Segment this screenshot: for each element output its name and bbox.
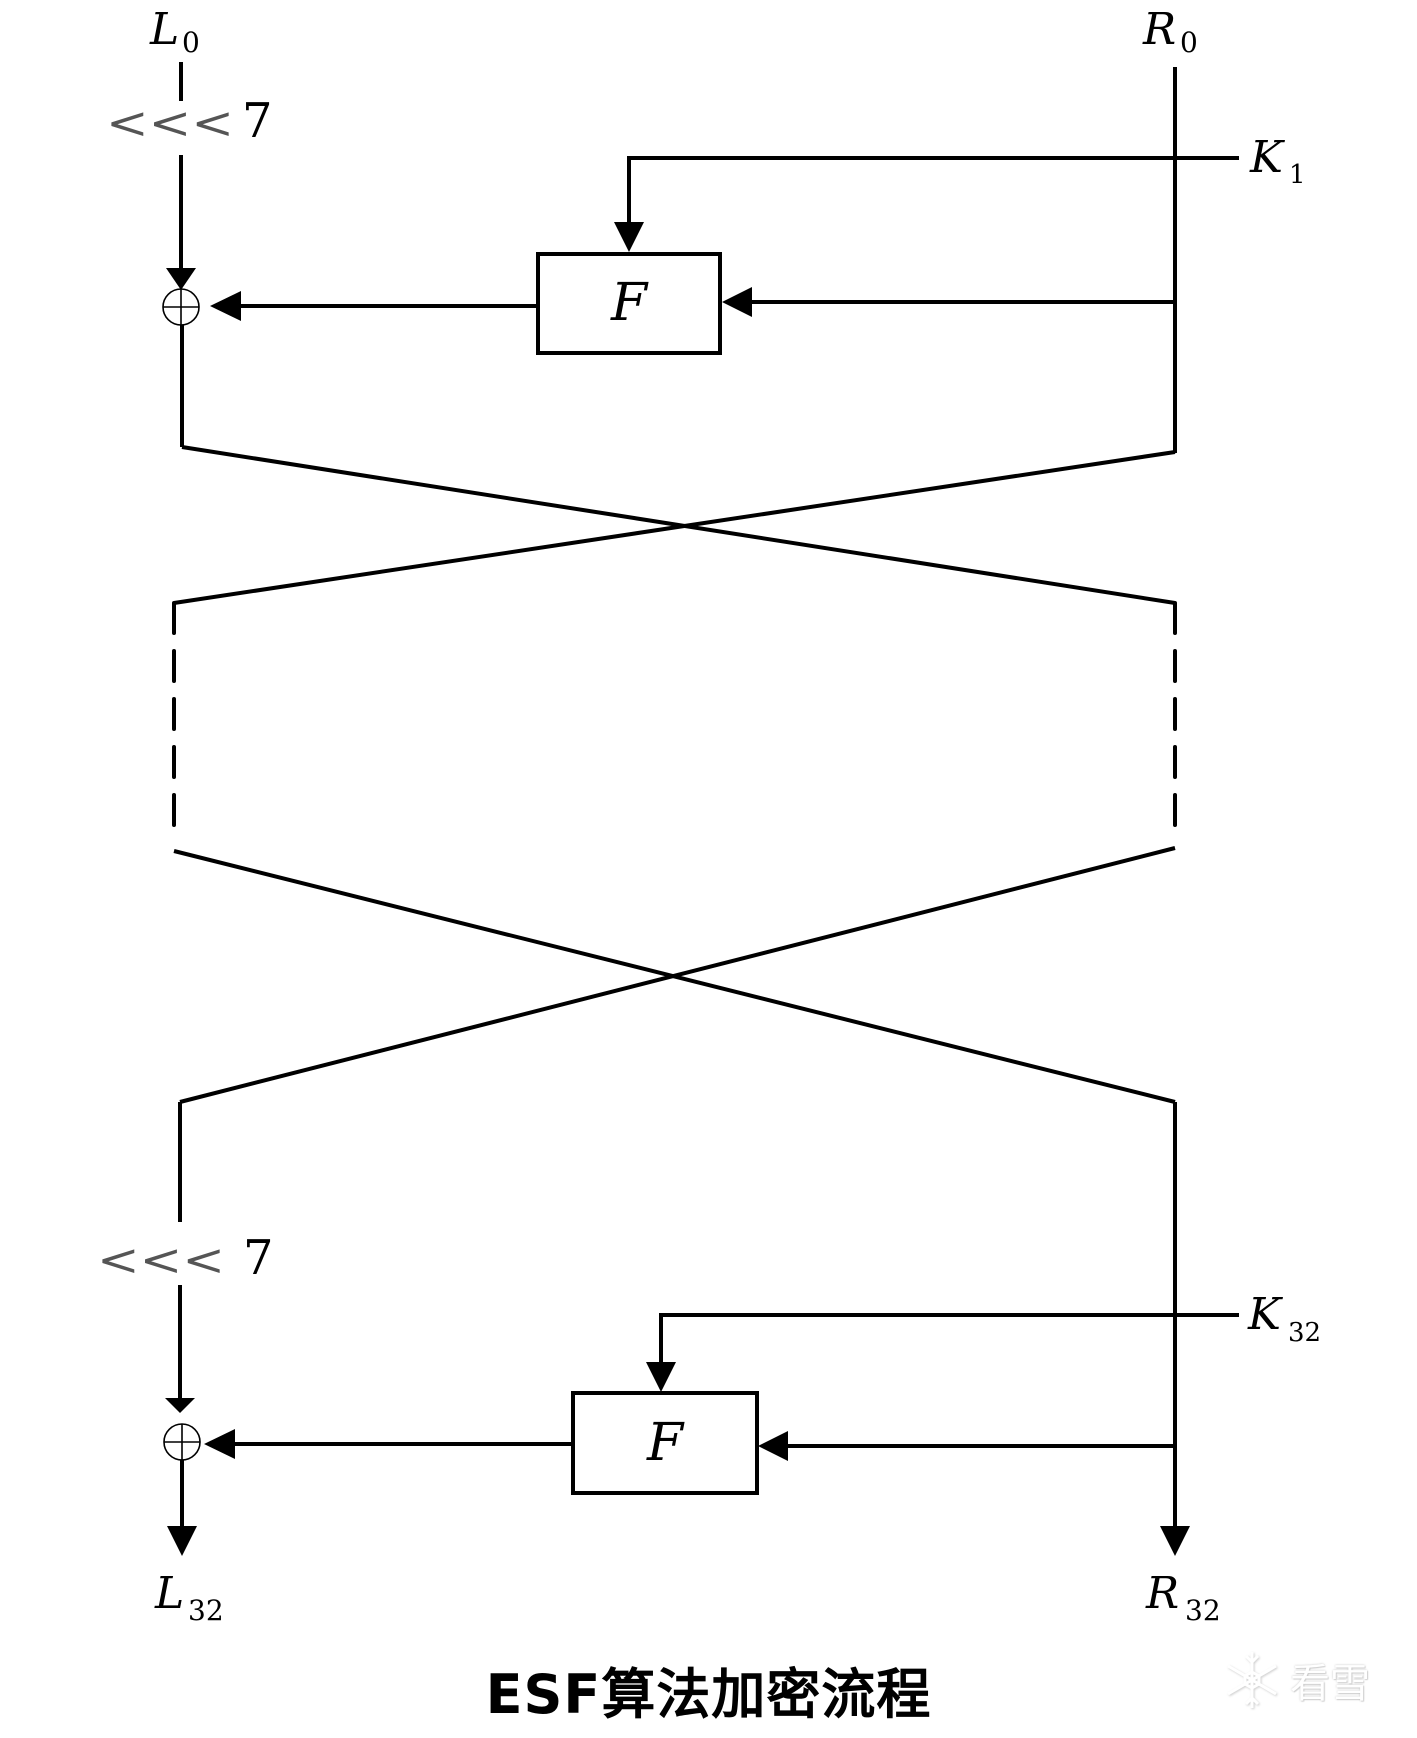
arrow-down-icon [646, 1362, 676, 1392]
output-label-left: L 32 [154, 1568, 224, 1627]
input-left-subscript: 0 [182, 26, 200, 59]
input-label-left: L 0 [149, 4, 200, 59]
key-subscript: 32 [1288, 1318, 1321, 1348]
key-symbol: K [1247, 1289, 1283, 1340]
input-right-symbol: R [1142, 4, 1176, 55]
watermark: 看雪 [1222, 1648, 1370, 1712]
snowflake-icon [1227, 1652, 1277, 1708]
arrow-down-icon [165, 1398, 195, 1413]
arrow-down-icon [167, 1526, 197, 1556]
swap-line-right-to-left [179, 846, 1176, 1104]
arrow-left-icon [758, 1431, 788, 1461]
arrow-left-icon [722, 287, 752, 317]
f-function-label: F [610, 273, 649, 333]
rotate-left-operator: <<< [97, 1235, 225, 1286]
arrow-left-icon [210, 291, 241, 321]
key-subscript: 1 [1289, 160, 1306, 190]
round-1: <<< 7 F K 1 [106, 62, 1306, 453]
swap-crossover-1 [173, 445, 1176, 605]
f-function-box [571, 1391, 759, 1495]
swap-crossover-2 [173, 846, 1176, 1104]
output-label-right: R 32 [1145, 1568, 1221, 1627]
input-left-symbol: L [149, 4, 179, 55]
arrow-down-icon [166, 268, 196, 290]
f-function-box [536, 252, 722, 355]
arrow-down-icon [1160, 1526, 1190, 1556]
figure-caption: ESF算法加密流程 [485, 1663, 932, 1726]
key-wire [659, 1313, 1239, 1365]
output-left-symbol: L [154, 1568, 184, 1619]
xor-icon [162, 288, 200, 326]
rotate-amount: 7 [242, 93, 273, 149]
output-right-subscript: 32 [1185, 1594, 1221, 1627]
input-right-subscript: 0 [1180, 26, 1198, 59]
arrow-down-icon [614, 222, 644, 252]
output-left-subscript: 32 [188, 1594, 224, 1627]
round-32: <<< 7 F K 32 [97, 1102, 1321, 1556]
output-right-symbol: R [1145, 1568, 1179, 1619]
key-wire [627, 156, 1239, 226]
arrow-left-icon [204, 1429, 235, 1459]
rotate-left-operator: <<< [106, 98, 234, 149]
watermark-text: 看雪 [1290, 1661, 1370, 1707]
swap-line-right-to-left [173, 450, 1176, 605]
xor-icon [163, 1423, 201, 1461]
elided-rounds [172, 601, 1177, 832]
input-label-right: R 0 [1142, 4, 1198, 59]
f-function-label: F [646, 1413, 685, 1473]
rotate-amount: 7 [243, 1230, 274, 1286]
key-symbol: K [1249, 132, 1285, 183]
